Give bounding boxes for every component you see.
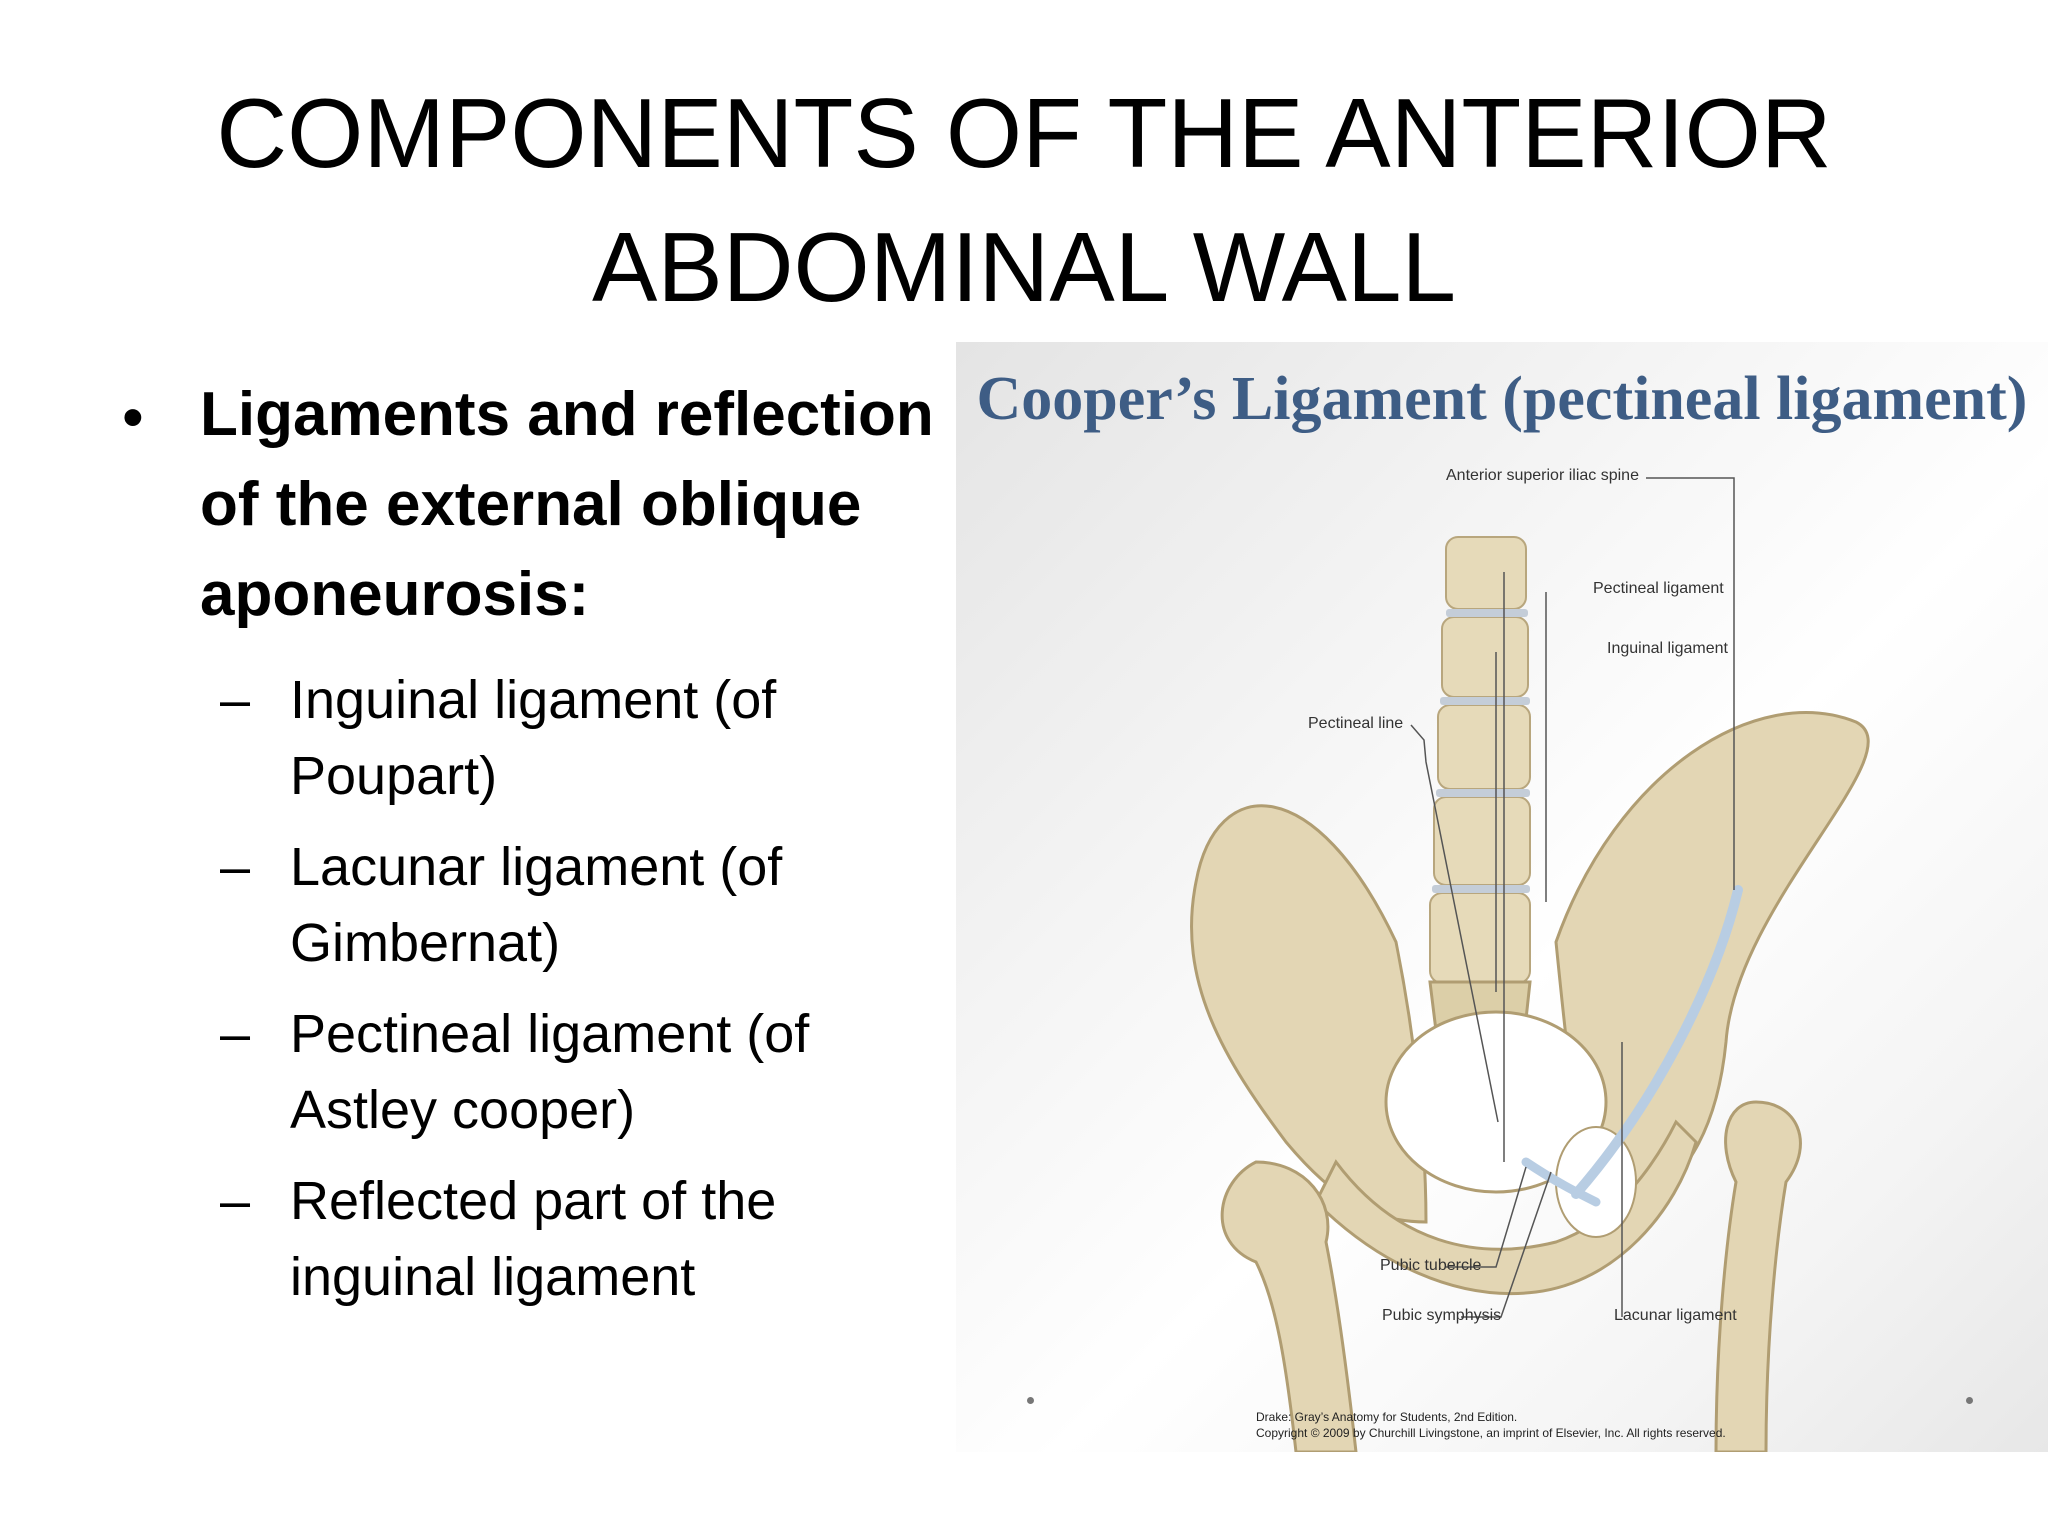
sub-item-line: Poupart) bbox=[290, 746, 498, 806]
sub-item-line: Reflected part of the bbox=[290, 1171, 777, 1231]
title-line-2: ABDOMINAL WALL bbox=[591, 212, 1457, 322]
label-pubic-tubercle: Pubic tubercle bbox=[1380, 1257, 1482, 1274]
figure-credit-line-2: Copyright © 2009 by Churchill Livingston… bbox=[1256, 1426, 1726, 1440]
pelvis-anatomy-figure: Cooper’s Ligament (pectineal ligament) A… bbox=[956, 342, 2048, 1452]
label-pectineal-line: Pectineal line bbox=[1308, 715, 1404, 732]
slide-title: COMPONENTS OF THE ANTERIOR ABDOMINAL WAL… bbox=[0, 66, 2048, 334]
figure-credit-line-1: Drake: Gray’s Anatomy for Students, 2nd … bbox=[1256, 1410, 1518, 1424]
main-bullet-text: Ligaments and reflection of the external… bbox=[200, 370, 960, 640]
dash-icon: – bbox=[220, 837, 251, 897]
sub-item-line: Inguinal ligament (of bbox=[290, 670, 777, 730]
dash-icon: – bbox=[220, 1171, 251, 1231]
sub-list: – Inguinal ligament (of Poupart) – Lacun… bbox=[120, 662, 960, 1315]
bullet-line-3: aponeurosis: bbox=[200, 560, 590, 629]
bullet-line-2: of the external oblique bbox=[200, 470, 862, 539]
sub-item-reflected: – Reflected part of the inguinal ligamen… bbox=[120, 1163, 960, 1315]
figure-title: Cooper’s Ligament (pectineal ligament) bbox=[976, 365, 2028, 433]
corner-dot-icon bbox=[1966, 1397, 1973, 1404]
sub-item-pectineal: – Pectineal ligament (of Astley cooper) bbox=[120, 996, 960, 1148]
sub-item-lacunar: – Lacunar ligament (of Gimbernat) bbox=[120, 829, 960, 981]
label-lacunar-ligament: Lacunar ligament bbox=[1614, 1307, 1737, 1324]
sub-item-line: inguinal ligament bbox=[290, 1247, 696, 1307]
sub-item-line: Astley cooper) bbox=[290, 1080, 636, 1140]
label-pectineal-ligament: Pectineal ligament bbox=[1593, 580, 1724, 597]
main-bullet: • Ligaments and reflection of the extern… bbox=[120, 370, 960, 640]
label-anterior-superior-iliac-spine: Anterior superior iliac spine bbox=[1446, 467, 1639, 484]
sub-item-inguinal: – Inguinal ligament (of Poupart) bbox=[120, 662, 960, 814]
title-line-1: COMPONENTS OF THE ANTERIOR bbox=[216, 78, 1832, 188]
bullet-line-1: Ligaments and reflection bbox=[200, 380, 934, 449]
corner-dot-icon bbox=[1027, 1397, 1034, 1404]
bullet-dot-icon: • bbox=[122, 383, 144, 452]
sub-item-line: Gimbernat) bbox=[290, 913, 561, 973]
pelvis-illustration bbox=[1190, 477, 1870, 1452]
label-inguinal-ligament: Inguinal ligament bbox=[1607, 640, 1728, 657]
sub-item-line: Lacunar ligament (of bbox=[290, 837, 783, 897]
bullet-content: • Ligaments and reflection of the extern… bbox=[120, 370, 960, 1330]
sub-item-line: Pectineal ligament (of bbox=[290, 1004, 810, 1064]
dash-icon: – bbox=[220, 670, 251, 730]
dash-icon: – bbox=[220, 1004, 251, 1064]
label-pubic-symphysis: Pubic symphysis bbox=[1382, 1307, 1502, 1324]
